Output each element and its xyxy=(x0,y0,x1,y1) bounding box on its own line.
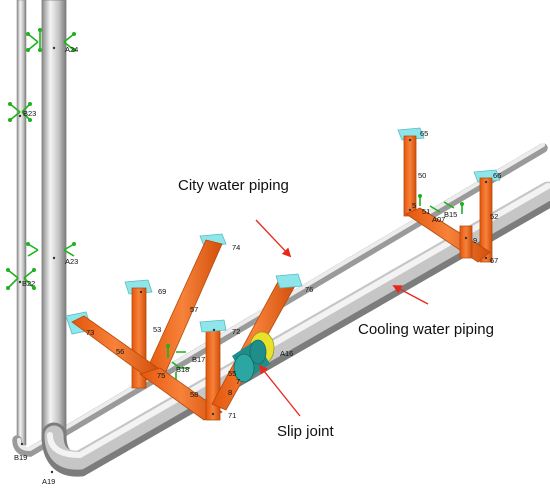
node-label: 66 xyxy=(493,171,501,180)
v-support-left xyxy=(65,233,303,421)
node-label: 73 xyxy=(86,328,94,337)
node-labels: A24 B23 A23 B22 B19 A19 74 69 57 53 73 5… xyxy=(14,45,501,486)
node-label: 76 xyxy=(305,285,313,294)
node-label: 55 xyxy=(228,369,236,378)
node-label: 52 xyxy=(490,212,498,221)
node-label: B15 xyxy=(444,210,457,219)
node-label: 57 xyxy=(190,305,198,314)
city-water-piping-label: City water piping xyxy=(178,177,289,194)
node-label: B17 xyxy=(192,355,205,364)
node-label: A16 xyxy=(280,349,293,358)
node-label: 8 xyxy=(228,388,232,397)
node-label: 9 xyxy=(473,236,477,245)
node-label: B18 xyxy=(176,365,189,374)
node-label: 75 xyxy=(157,371,165,380)
node-label: 69 xyxy=(158,287,166,296)
callout-arrows xyxy=(255,219,429,417)
node-label: A19 xyxy=(42,477,55,486)
node-label: 71 xyxy=(228,411,236,420)
node-label: A24 xyxy=(65,45,78,54)
node-label: 7 xyxy=(236,377,240,386)
cooling-water-pipe xyxy=(41,0,550,477)
node-label: 67 xyxy=(490,256,498,265)
slip-joint xyxy=(232,331,275,383)
node-label: 58 xyxy=(190,390,198,399)
node-label: B23 xyxy=(23,109,36,118)
node-label: 53 xyxy=(153,325,161,334)
node-label: 5 xyxy=(412,201,416,210)
support-right xyxy=(397,127,501,263)
node-label: 74 xyxy=(232,243,240,252)
node-label: B19 xyxy=(14,453,27,462)
node-label: 72 xyxy=(232,327,240,336)
cooling-water-piping-label: Cooling water piping xyxy=(358,321,494,338)
node-label: B22 xyxy=(22,279,35,288)
node-dots xyxy=(18,46,488,474)
node-label: A23 xyxy=(65,257,78,266)
node-label: 65 xyxy=(420,129,428,138)
restraint-arrowheads xyxy=(6,28,464,348)
slip-joint-label: Slip joint xyxy=(277,423,335,440)
node-label: 50 xyxy=(418,171,426,180)
node-label: 56 xyxy=(116,347,124,356)
node-label: A07 xyxy=(432,215,445,224)
node-label: 51 xyxy=(422,207,430,216)
